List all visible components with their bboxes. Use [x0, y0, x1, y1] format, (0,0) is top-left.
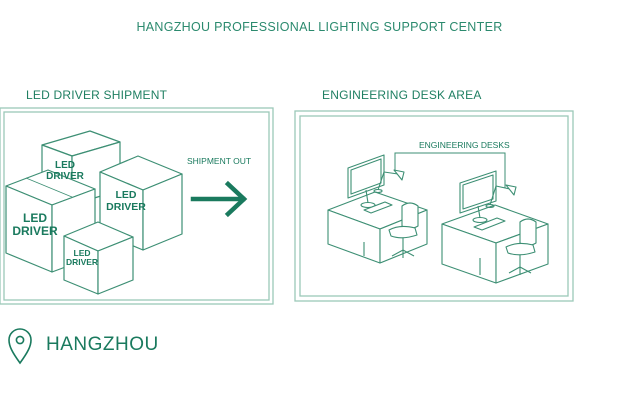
- box-right-label-1: LED: [116, 189, 137, 201]
- shipment-panel-frame: [0, 107, 274, 305]
- shipment-arrow-icon: [190, 180, 248, 218]
- callout-leader-lines: [394, 152, 506, 188]
- engineering-desks-callout: ENGINEERING DESKS: [419, 140, 510, 150]
- keyboard-left: [363, 201, 393, 214]
- shipment-arrow-label: SHIPMENT OUT: [187, 156, 251, 166]
- box-right-label-2: DRIVER: [106, 201, 146, 213]
- box-front-center-label-2: DRIVER: [66, 257, 98, 267]
- desk-area-heading: ENGINEERING DESK AREA: [322, 88, 482, 102]
- location-name: HANGZHOU: [46, 334, 159, 355]
- monitor-left: [347, 154, 385, 209]
- shipment-heading: LED DRIVER SHIPMENT: [26, 88, 168, 102]
- lamp-left: [373, 169, 405, 194]
- box-back-label-1: LED: [55, 160, 75, 171]
- lamp-right: [485, 184, 517, 209]
- chair-right: [505, 218, 537, 275]
- chair-left: [388, 202, 419, 258]
- box-front-center: [63, 221, 134, 295]
- page-title: HANGZHOU PROFESSIONAL LIGHTING SUPPORT C…: [136, 20, 503, 34]
- monitor-right: [459, 170, 497, 224]
- box-front-left-label-1: LED: [23, 211, 47, 225]
- desk-panel-frame: [294, 110, 574, 302]
- map-pin-icon: [8, 328, 32, 365]
- box-back-label-2: DRIVER: [46, 171, 85, 182]
- box-front-left: [5, 169, 96, 273]
- box-front-center-label-1: LED: [74, 248, 91, 258]
- keyboard-right: [473, 217, 506, 231]
- box-front-left-label-2: DRIVER: [12, 224, 58, 238]
